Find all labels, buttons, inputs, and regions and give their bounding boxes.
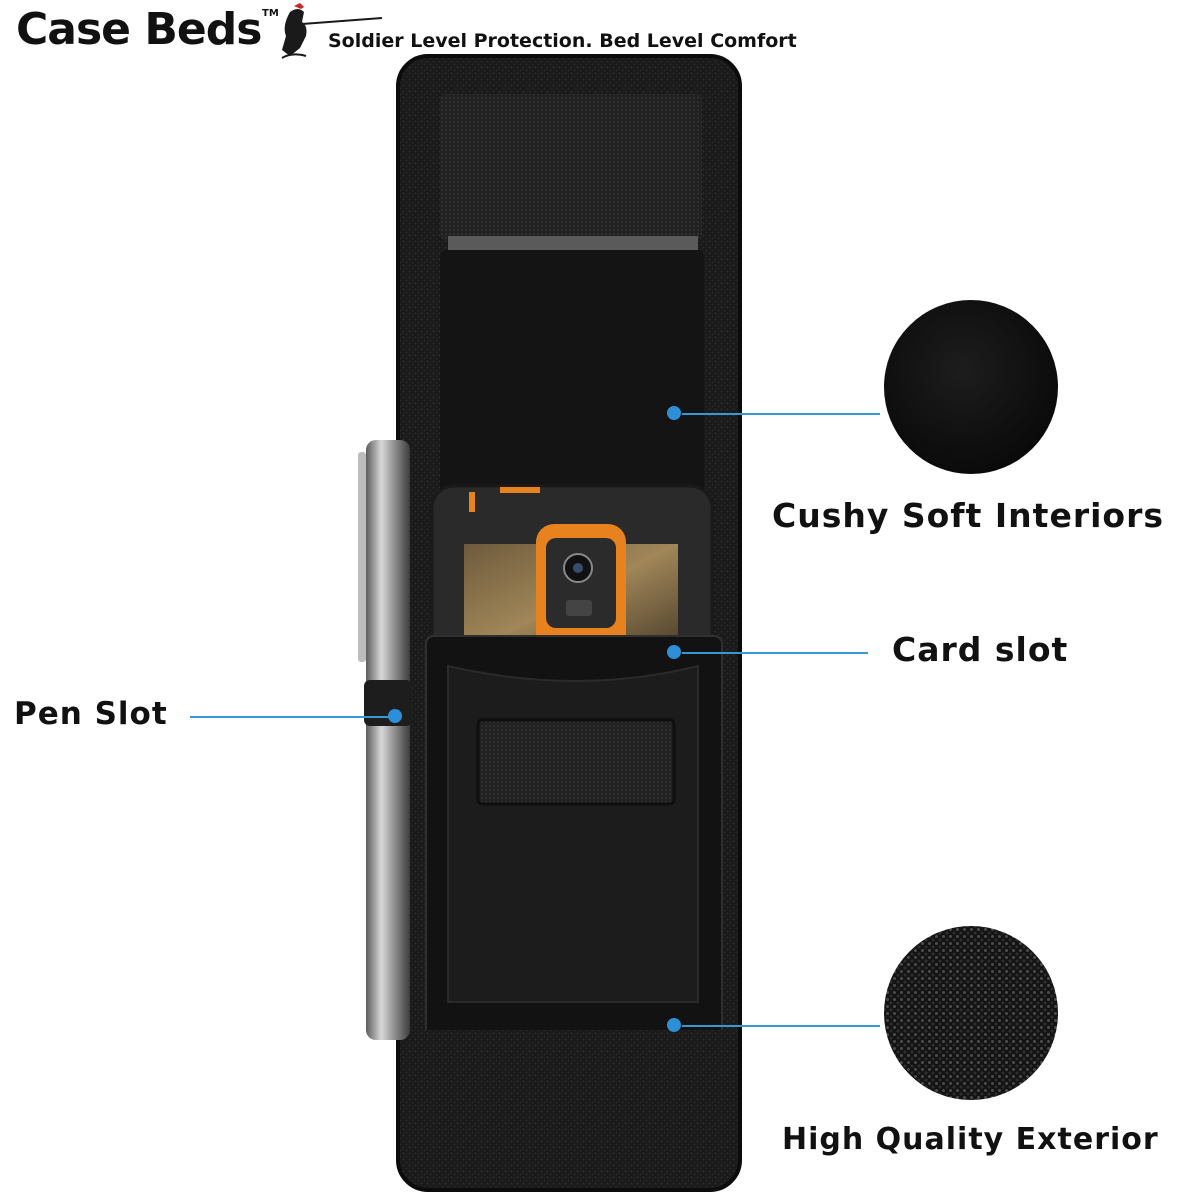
callout-line-exterior <box>682 1025 880 1027</box>
card-slot-label: Card slot <box>892 630 1069 669</box>
brand-tagline: Soldier Level Protection. Bed Level Comf… <box>328 30 797 52</box>
callout-dot-exterior <box>667 1018 681 1032</box>
callout-dot-pen <box>388 709 402 723</box>
callout-line-pen <box>190 716 396 718</box>
cushy-interiors-label: Cushy Soft Interiors <box>772 496 1165 535</box>
callout-dot-cushy <box>667 406 681 420</box>
callout-dot-card <box>667 645 681 659</box>
soft-interior-swatch <box>884 300 1058 474</box>
high-quality-exterior-label: High Quality Exterior <box>782 1122 1159 1157</box>
callout-line-card <box>682 652 868 654</box>
soldier-logo-icon <box>281 3 383 59</box>
trademark-mark: TM <box>262 8 279 19</box>
exterior-fabric-swatch <box>884 926 1058 1100</box>
brand-name: Case Beds <box>16 4 262 55</box>
callout-line-cushy <box>682 413 880 415</box>
pen-slot-label: Pen Slot <box>14 696 168 732</box>
